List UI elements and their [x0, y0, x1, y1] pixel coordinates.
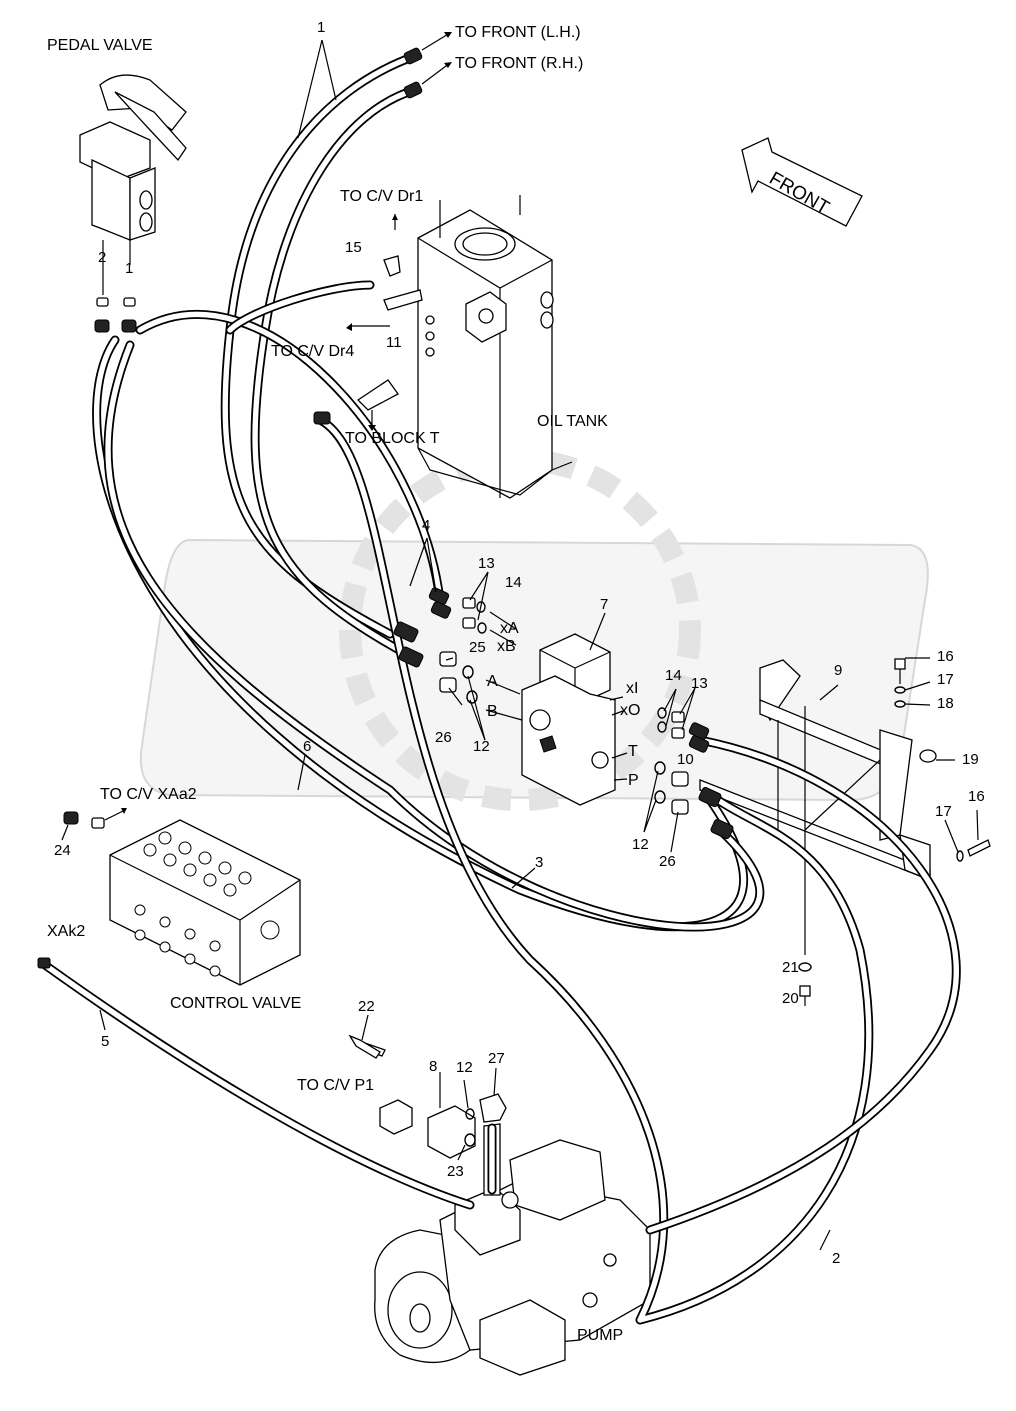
callout-12-left: 12 — [473, 738, 490, 755]
to-cv-dr1-label: TO C/V Dr1 — [340, 188, 424, 205]
to-cv-dr4-label: TO C/V Dr4 — [271, 343, 355, 360]
callout-4: 4 — [422, 517, 431, 534]
pump — [374, 1139, 651, 1376]
callout-14-right: 14 — [665, 667, 682, 684]
callout-12-right: 12 — [632, 836, 649, 853]
callout-22: 22 — [358, 998, 375, 1015]
bolts — [348, 658, 991, 1059]
callout-8: 8 — [429, 1058, 438, 1075]
callout-19: 19 — [962, 751, 979, 768]
callout-17-bottom: 17 — [935, 803, 952, 820]
callout-23: 23 — [447, 1163, 464, 1180]
flow-arrows — [121, 32, 452, 814]
callout-21: 21 — [782, 959, 799, 976]
bracket — [699, 659, 937, 955]
port-p-label: P — [628, 772, 639, 789]
callout-2-bottom: 2 — [832, 1250, 841, 1267]
callout-3: 3 — [535, 854, 544, 871]
to-block-t-label: TO BLOCK T — [345, 430, 440, 447]
callout-14-left: 14 — [505, 574, 522, 591]
oil-tank-label: OIL TANK — [537, 413, 608, 430]
callout-11: 11 — [386, 334, 402, 351]
front-arrow-icon — [741, 137, 863, 227]
callout-13-right: 13 — [691, 675, 708, 692]
callout-9: 9 — [834, 662, 843, 679]
callout-18: 18 — [937, 695, 954, 712]
to-front-lh-label: TO FRONT (L.H.) — [455, 24, 581, 41]
xak2-label: XAk2 — [47, 923, 86, 940]
callout-27: 27 — [488, 1050, 505, 1067]
to-front-rh-label: TO FRONT (R.H.) — [455, 55, 584, 72]
callout-16-top: 16 — [937, 648, 954, 665]
callout-15: 15 — [345, 239, 362, 256]
callout-17-top: 17 — [937, 671, 954, 688]
callout-25: 25 — [469, 639, 486, 656]
pedal-valve-label: PEDAL VALVE — [47, 37, 153, 54]
port-xb-label: xB — [497, 638, 516, 655]
callout-20: 20 — [782, 990, 799, 1007]
hose-fittings — [37, 47, 734, 969]
callout-7: 7 — [600, 596, 609, 613]
port-xa-label: xA — [500, 620, 519, 637]
callout-24: 24 — [54, 842, 71, 859]
port-xi-label: xI — [626, 680, 639, 697]
callout-1-top: 1 — [317, 19, 326, 36]
callout-26-right: 26 — [659, 853, 676, 870]
callout-12-bottom: 12 — [456, 1059, 473, 1076]
to-cv-p1-label: TO C/V P1 — [297, 1077, 375, 1094]
pump-label: PUMP — [577, 1327, 624, 1344]
callout-10: 10 — [677, 751, 694, 768]
block-valve — [521, 633, 616, 806]
port-b-label: B — [487, 703, 498, 720]
callout-16-bottom: 16 — [968, 788, 985, 805]
control-valve-label: CONTROL VALVE — [170, 995, 302, 1012]
callout-5: 5 — [101, 1033, 110, 1050]
to-cv-xaa2-label: TO C/V XAa2 — [100, 786, 197, 803]
leader-lines — [61, 32, 979, 1251]
callout-6: 6 — [303, 738, 312, 755]
control-valve — [63, 811, 301, 986]
seals-and-bolts — [462, 601, 964, 1147]
callout-13-left: 13 — [478, 555, 495, 572]
pedal-valve — [79, 74, 187, 333]
callout-2-pedal: 2 — [98, 249, 107, 266]
port-a-label: A — [487, 673, 498, 690]
hoses — [40, 51, 961, 1325]
oil-tank — [417, 195, 573, 499]
port-t-label: T — [628, 743, 638, 760]
callout-1-pedal: 1 — [125, 260, 134, 277]
callout-26-left: 26 — [435, 729, 452, 746]
port-xo-label: xO — [620, 702, 641, 719]
